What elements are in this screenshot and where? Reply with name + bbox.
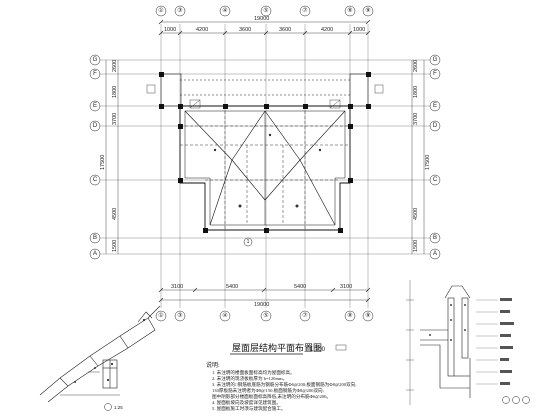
- bottom-dim-1: 3100: [171, 284, 183, 290]
- axis-bubble-bottom-3: ③: [177, 312, 182, 319]
- left-dim-1: 2600: [112, 60, 118, 72]
- bottom-dim-2: 5400: [226, 284, 238, 290]
- right-dim-4: 4500: [413, 208, 419, 220]
- notes-line-7: 5. 屋面板施工时须与建筑配合施工。: [212, 405, 286, 412]
- axis-bubble-left-e: E: [93, 103, 97, 109]
- top-dim-6: 1000: [353, 27, 365, 33]
- eave-detail-left-rebar: [74, 319, 145, 383]
- axis-bubble-right-b: B: [433, 235, 437, 241]
- notes-line-2: 2. 未注明的现浇板板厚为 h=120mm。: [212, 375, 287, 382]
- notes-line-5: 图中阴影部分楼面板面标高降低,未注明的分布筋Φ6@200。: [212, 393, 331, 400]
- eave-detail-left: [39, 305, 161, 403]
- top-dim-3: 3600: [239, 27, 251, 33]
- axis-bubble-right-e: E: [433, 103, 437, 109]
- parapet-detail-notes: [476, 299, 498, 385]
- beam-lines: [180, 106, 350, 230]
- left-dim-2: 1800: [112, 86, 118, 98]
- bottom-dim-3: 5400: [294, 284, 306, 290]
- hatched-blocks: [146, 84, 384, 109]
- axis-bubble-top-8: ⑧: [347, 7, 352, 14]
- bottom-dim-4: 3100: [340, 284, 352, 290]
- top-dim-2: 4200: [196, 27, 208, 33]
- top-axis-bubbles: [155, 5, 374, 17]
- section-marker-label: 1: [247, 239, 250, 245]
- axis-bubble-top-9: ⑨: [365, 7, 370, 14]
- axis-bubble-bottom-9: ⑨: [365, 312, 370, 319]
- parapet-detail-note-bars: [500, 298, 514, 385]
- bottom-dimension-lines: [158, 287, 371, 303]
- top-dim-5: 4200: [321, 27, 333, 33]
- axis-bubble-top-3: ③: [177, 7, 182, 14]
- left-axis-bubbles: [89, 54, 101, 260]
- top-dim-1: 1000: [164, 27, 176, 33]
- right-dim-2: 1800: [413, 86, 419, 98]
- left-dim-3: 3700: [112, 113, 118, 125]
- axis-bubble-left-c: C: [93, 177, 98, 183]
- axis-bubble-bottom-8: ⑧: [347, 312, 352, 319]
- roof-outline: [179, 105, 351, 231]
- slab-marks: [213, 133, 322, 208]
- detail-scale-label: 1:25: [114, 405, 123, 410]
- right-dimension-lines: [411, 60, 425, 254]
- axis-bubble-bottom-5: ⑤: [263, 312, 268, 319]
- axis-bubble-left-a: A: [93, 251, 97, 257]
- north-mark: [335, 344, 347, 351]
- parapet-detail-rebar: [429, 304, 466, 341]
- drawing-title: 屋面层结构平面布置图: [232, 342, 322, 353]
- axis-bubble-left-b: B: [93, 235, 97, 241]
- axis-bubble-bottom-7: ⑦: [302, 312, 307, 319]
- axis-bubble-top-7: ⑦: [302, 7, 307, 14]
- notes-line-4: 130厚板筋未注明者为Φ8@150;板面钢筋为Φ8@200双向;: [212, 387, 324, 394]
- section-marker-circle: [243, 237, 253, 247]
- axis-bubble-top-5: ⑤: [263, 7, 268, 14]
- top-dim-4: 3600: [279, 27, 291, 33]
- right-dim-3: 3700: [413, 113, 419, 125]
- columns: [159, 72, 371, 233]
- left-dimension-lines: [105, 60, 119, 254]
- right-dim-5: 1500: [413, 240, 419, 252]
- axis-bubble-left-g: G: [93, 57, 98, 63]
- parapet-detail-bubbles: [502, 396, 530, 404]
- parapet-detail-right: [406, 280, 471, 405]
- axis-bubble-top-1: ①: [158, 7, 163, 14]
- right-total-dimension: 17500: [425, 155, 431, 170]
- left-total-dimension: 17500: [100, 155, 106, 170]
- axis-bubble-right-g: G: [433, 57, 438, 63]
- detail-marker-circle: [104, 403, 112, 411]
- axis-bubble-right-a: A: [433, 251, 437, 257]
- axis-bubble-right-f: F: [433, 71, 437, 77]
- left-dim-4: 4500: [112, 208, 118, 220]
- notes-line-6: 4. 屋面板坡向及坡度详见建筑图。: [212, 399, 281, 406]
- top-dimension-lines: [158, 19, 371, 36]
- notes-line-3: 3. 未注明的□钢筋板底筋为钢筋分布筋Φ6@200;板面钢筋为Φ8@200双向;: [212, 381, 357, 388]
- left-dim-5: 1500: [112, 240, 118, 252]
- bottom-total-dimension: 19000: [254, 302, 269, 308]
- axis-bubble-bottom-1: ①: [158, 312, 163, 319]
- axis-bubble-left-d: D: [93, 123, 98, 129]
- top-total-dimension: 19000: [254, 16, 269, 22]
- notes-heading: 说明:: [206, 361, 220, 369]
- axis-bubble-top-4: ④: [222, 7, 227, 14]
- notes-line-1: 1. 未注明的楼面板面标高均为屋面标高。: [212, 369, 295, 376]
- bottom-axis-bubbles: [155, 310, 374, 322]
- right-axis-bubbles: [429, 54, 441, 260]
- drawing-scale: 1:100: [310, 347, 326, 353]
- axis-bubble-right-c: C: [433, 177, 438, 183]
- axis-bubble-right-d: D: [433, 123, 438, 129]
- upper-parapet: [160, 73, 369, 107]
- axis-bubble-left-f: F: [93, 71, 97, 77]
- axis-bubble-bottom-4: ④: [222, 312, 227, 319]
- right-dim-1: 2600: [413, 60, 419, 72]
